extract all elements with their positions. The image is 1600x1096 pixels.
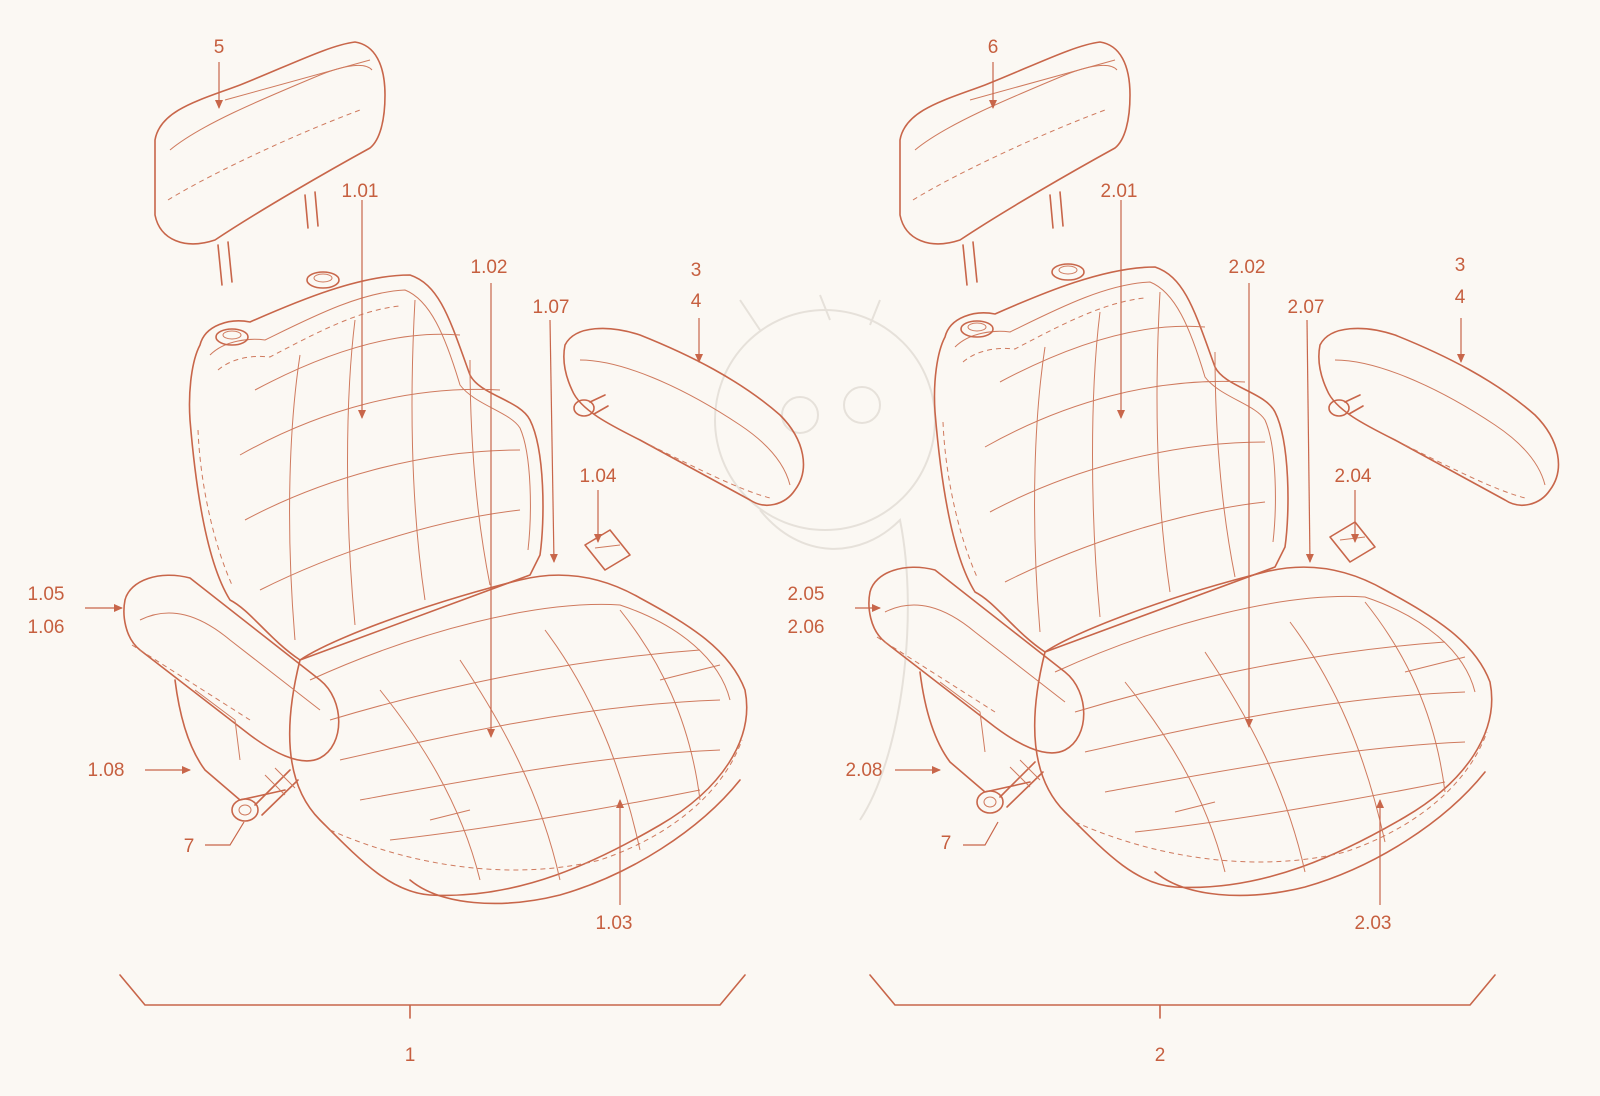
leader-lines-1	[85, 62, 703, 905]
callout-7-left: 7	[183, 836, 195, 857]
callout-1-01: 1.01	[341, 181, 379, 202]
callout-3-right: 3	[1454, 255, 1466, 276]
callout-5: 5	[213, 37, 225, 58]
callout-2-04: 2.04	[1334, 466, 1372, 487]
callout-2-05: 2.05	[787, 584, 825, 605]
callout-1-04: 1.04	[579, 466, 617, 487]
callout-4-right: 4	[1454, 287, 1466, 308]
callout-1-05: 1.05	[27, 584, 65, 605]
callout-2-02: 2.02	[1228, 257, 1266, 278]
callout-3-left: 3	[690, 260, 702, 281]
callout-6: 6	[987, 37, 999, 58]
callout-2-03: 2.03	[1354, 913, 1392, 934]
callout-1-06: 1.06	[27, 617, 65, 638]
callout-1-08: 1.08	[87, 760, 125, 781]
seat-1-drawing	[123, 41, 805, 905]
callout-2-01: 2.01	[1100, 181, 1138, 202]
callout-4-left: 4	[690, 291, 702, 312]
watermark-mascot	[714, 294, 936, 821]
callout-1-02: 1.02	[470, 257, 508, 278]
callout-1-03: 1.03	[595, 913, 633, 934]
seat-2-drawing	[868, 41, 1560, 897]
group-2-brace	[869, 974, 1496, 1019]
group-label-1: 1	[404, 1045, 416, 1066]
callout-2-07: 2.07	[1287, 297, 1325, 318]
callout-7-right: 7	[940, 833, 952, 854]
leader-lines-2	[855, 62, 1465, 905]
group-1-brace	[119, 974, 746, 1019]
callout-2-06: 2.06	[787, 617, 825, 638]
callout-1-07: 1.07	[532, 297, 570, 318]
group-label-2: 2	[1154, 1045, 1166, 1066]
callout-2-08: 2.08	[845, 760, 883, 781]
